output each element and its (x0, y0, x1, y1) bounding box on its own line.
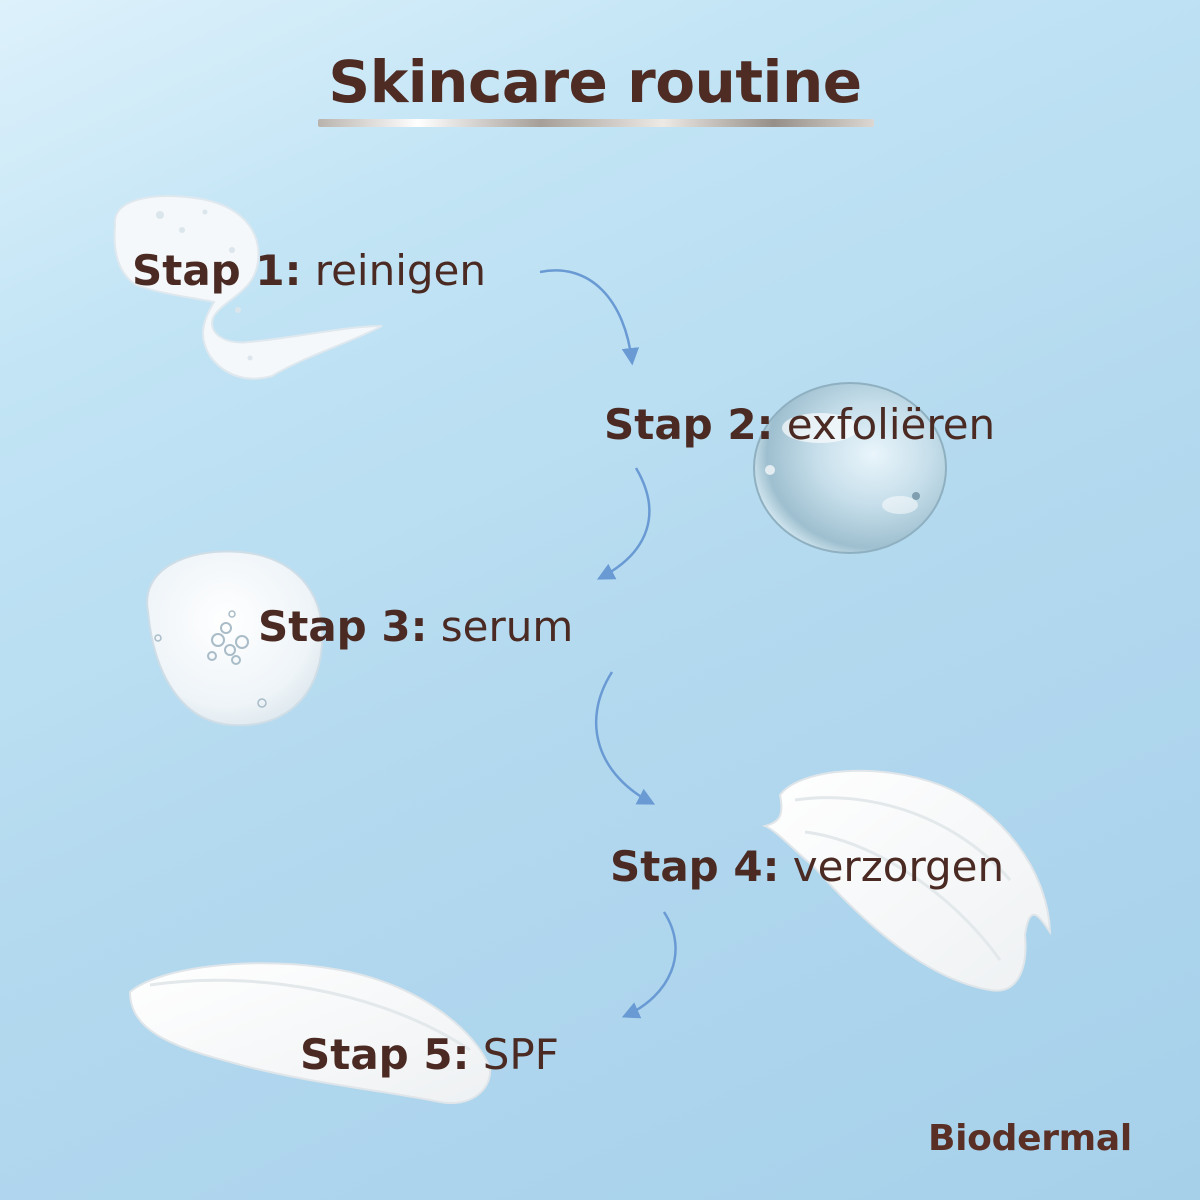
page-title: Skincare routine (328, 48, 862, 116)
step-2: Stap 2: exfoliëren (604, 404, 995, 446)
arrow-step2-to-step3 (596, 467, 651, 580)
step-5: Stap 5: SPF (300, 1034, 559, 1076)
step-5-label: Stap 5: (300, 1030, 470, 1079)
exfoliant-droplet (753, 382, 947, 554)
step-1: Stap 1: reinigen (132, 250, 486, 292)
moisturizer-swatch (761, 769, 1052, 992)
step-4: Stap 4: verzorgen (610, 846, 1004, 888)
title-underline (318, 119, 874, 127)
step-1-text: reinigen (314, 246, 486, 295)
step-3: Stap 3: serum (258, 606, 573, 648)
step-3-label: Stap 3: (258, 602, 428, 651)
step-1-label: Stap 1: (132, 246, 302, 295)
step-5-text: SPF (482, 1030, 559, 1079)
spf-swatch (128, 962, 492, 1105)
step-4-text: verzorgen (792, 842, 1005, 891)
step-4-label: Stap 4: (610, 842, 780, 891)
arrow-step4-to-step5 (621, 911, 677, 1019)
brand-logo: Biodermal (928, 1118, 1132, 1159)
serum-swatch (146, 550, 324, 727)
step-3-text: serum (440, 602, 574, 651)
step-2-text: exfoliëren (786, 400, 996, 449)
arrow-step3-to-step4 (594, 671, 656, 805)
arrow-step1-to-step2 (539, 269, 640, 366)
step-2-label: Stap 2: (604, 400, 774, 449)
cleanser-swatch (113, 195, 383, 380)
